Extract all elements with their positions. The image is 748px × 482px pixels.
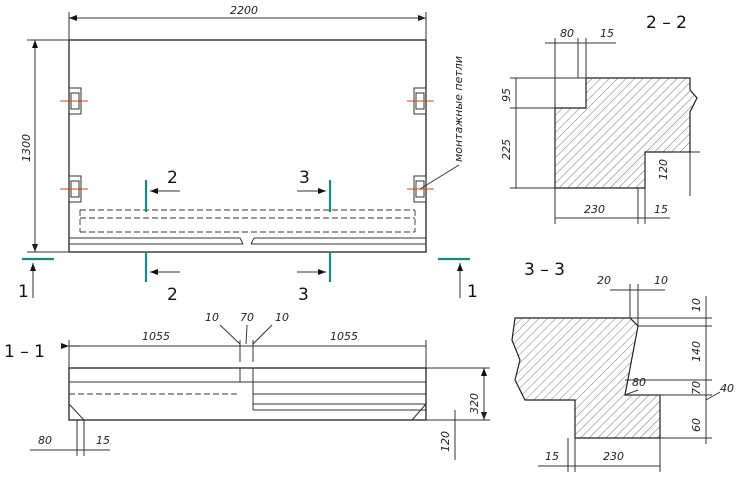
lifting-loop-right-top bbox=[407, 87, 434, 115]
slab-outline bbox=[68, 39, 427, 253]
dim-33-bottom-230: 230 bbox=[603, 450, 624, 463]
section-3-3-title: 3 – 3 bbox=[524, 260, 565, 280]
dim-33-top-20: 20 bbox=[597, 274, 611, 287]
dim-33-inner-80: 80 bbox=[632, 376, 646, 389]
cut-1-left-label: 1 bbox=[18, 282, 29, 302]
section-2-2: 2 – 2 80 15 95 225 120 230 15 bbox=[500, 13, 700, 224]
dim-height-320: 320 bbox=[468, 393, 481, 414]
dim-offset-80: 80 bbox=[38, 434, 52, 447]
loops-label: монтажные петли bbox=[452, 56, 465, 162]
dim-33-r4-60: 60 bbox=[690, 418, 703, 432]
dim-offset-15: 15 bbox=[96, 434, 110, 447]
dim-33-r1-10: 10 bbox=[690, 298, 703, 312]
dim-22-bottom-15: 15 bbox=[654, 203, 668, 216]
lifting-loop-left-top bbox=[60, 87, 88, 115]
dim-22-bottom-230: 230 bbox=[584, 203, 605, 216]
dim-right-1055: 1055 bbox=[330, 330, 358, 343]
dim-33-side-40: 40 bbox=[720, 382, 734, 395]
section-2-2-hatch bbox=[554, 77, 698, 189]
cut-3-top-label: 3 bbox=[299, 168, 310, 188]
dim-length: 2200 bbox=[230, 4, 258, 17]
dim-22-right-120: 120 bbox=[657, 159, 670, 180]
section-1-1: 1 – 1 1055 1055 10 70 10 320 120 bbox=[4, 311, 490, 460]
dim-22-left-225: 225 bbox=[500, 139, 513, 160]
dim-22-top-15: 15 bbox=[600, 27, 614, 40]
dim-gap-a: 10 bbox=[205, 311, 219, 324]
dim-gap-b: 70 bbox=[240, 311, 254, 324]
section-2-2-title: 2 – 2 bbox=[646, 13, 687, 33]
dim-bottom-120: 120 bbox=[439, 431, 452, 452]
dim-33-r3-70: 70 bbox=[690, 381, 703, 395]
lifting-loop-left-bottom bbox=[60, 175, 88, 203]
dim-33-bottom-15: 15 bbox=[545, 450, 559, 463]
dim-gap-c: 10 bbox=[275, 311, 289, 324]
loops-leader bbox=[419, 164, 460, 190]
dim-22-left-95: 95 bbox=[500, 88, 513, 102]
cut-3-bottom-label: 3 bbox=[298, 285, 309, 305]
cut-2-top-label: 2 bbox=[167, 168, 178, 188]
cut-2-bottom-label: 2 bbox=[167, 285, 178, 305]
dim-left-1055: 1055 bbox=[142, 330, 170, 343]
dim-width: 1300 bbox=[20, 134, 33, 162]
dim-22-top-80: 80 bbox=[560, 27, 574, 40]
section-3-3: 3 – 3 20 10 10 140 70 60 40 80 15 230 bbox=[511, 260, 734, 472]
section-1-1-title: 1 – 1 bbox=[4, 342, 45, 362]
dim-33-top-10: 10 bbox=[654, 274, 668, 287]
dim-33-r2-140: 140 bbox=[690, 341, 703, 362]
cut-1-right-label: 1 bbox=[467, 282, 478, 302]
plan-view: монтажные петли 2200 1300 1 1 2 2 3 bbox=[18, 4, 478, 305]
